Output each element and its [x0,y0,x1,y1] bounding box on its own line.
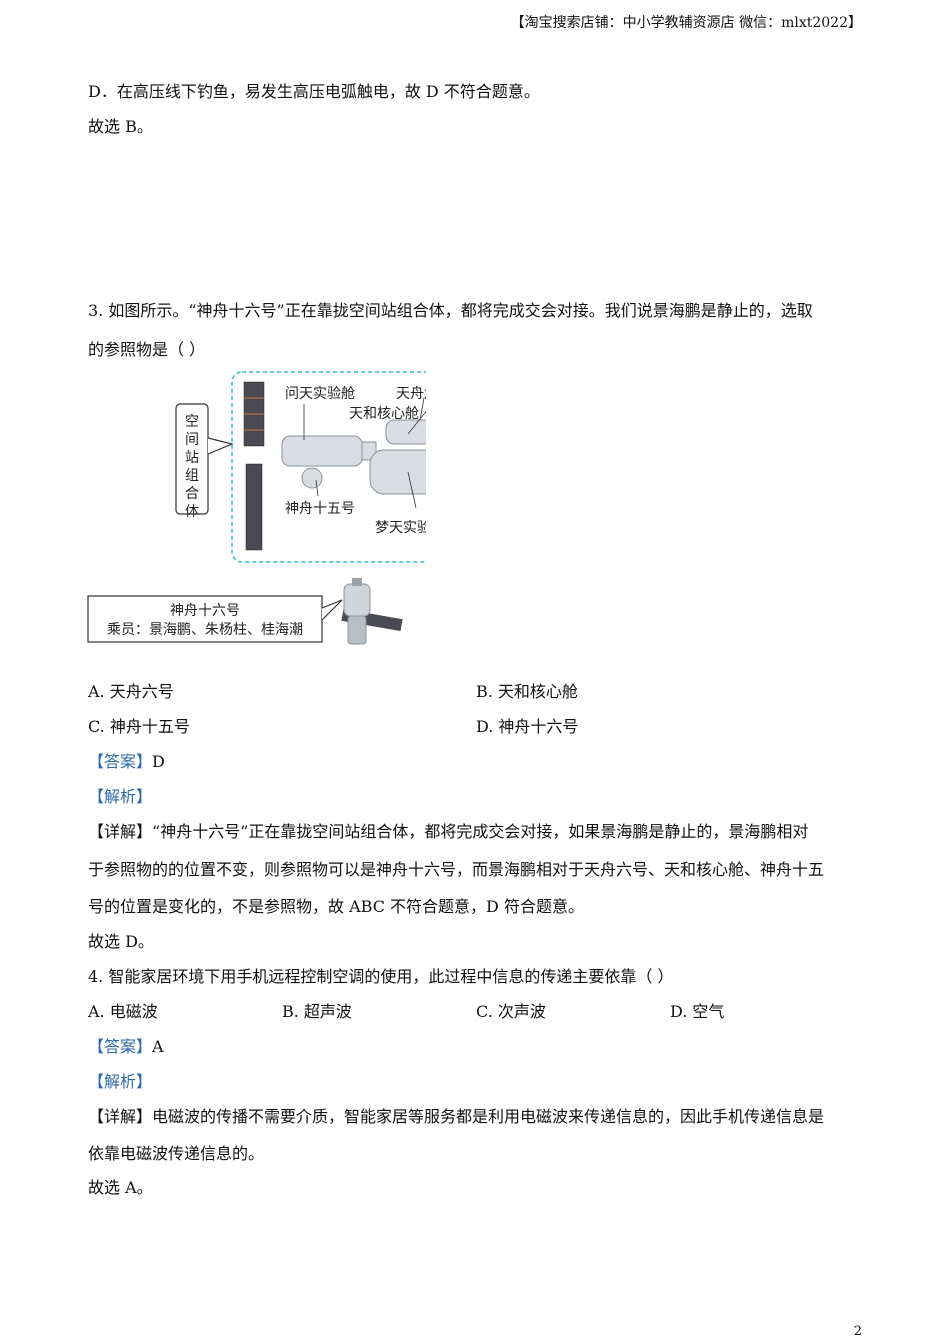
q3-stem-line1: 3. 如图所示。“神舟十六号”正在靠拢空间站组合体，都将完成交会对接。我们说景海… [88,301,813,320]
detail-tag: 【详解】 [88,1107,153,1126]
q4-detail-line2: 依靠电磁波传递信息的。 [88,1144,265,1163]
answer-value: D [152,752,165,771]
q4-detail-line1: 【详解】电磁波的传播不需要介质，智能家居等服务都是利用电磁波来传递信息的，因此手… [88,1107,824,1127]
q3-conclusion: 故选 D。 [88,932,154,951]
q4-option-a: A. 电磁波 [88,1002,158,1021]
q3-answer-row: 【答案】D [88,752,165,772]
label-shenzhou15: 神舟十五号 [285,501,355,517]
label-mengtian: 梦天实验舱 [375,520,426,536]
prev-conclusion: 故选 B。 [88,117,153,136]
detail-text: 电磁波的传播不需要介质，智能家居等服务都是利用电磁波来传递信息的，因此手机传递信… [152,1107,825,1126]
prev-option-d-explanation: D．在高压线下钓鱼，易发生高压电弧触电，故 D 不符合题意。 [88,82,540,101]
answer-value: A [152,1037,164,1056]
detail-text: “神舟十六号”正在靠拢空间站组合体，都将完成交会对接，如果景海鹏是静止的，景海鹏… [152,822,809,841]
page-header: 【淘宝搜索店铺：中小学教辅资源店 微信：mlxt2022】 [510,15,862,31]
q4-option-d: D. 空气 [670,1002,725,1021]
q4-stem: 4. 智能家居环境下用手机远程控制空调的使用，此过程中信息的传递主要依靠（ ） [88,967,674,986]
label-tianzhou: 天舟六号 [396,386,426,402]
label-tianhe: 天和核心舱 [349,406,419,422]
answer-tag: 【答案】 [88,1037,153,1056]
q3-detail-line2: 于参照物的的位置不变，则参照物可以是神舟十六号，而景海鹏相对于天舟六号、天和核心… [88,860,825,879]
q4-option-b: B. 超声波 [282,1002,352,1021]
q3-detail-line1: 【详解】“神舟十六号”正在靠拢空间站组合体，都将完成交会对接，如果景海鹏是静止的… [88,822,808,842]
page-number: 2 [853,1324,862,1339]
q3-stem-line2: 的参照物是（ ） [88,340,206,359]
shenzhou16-craft [341,578,403,645]
q3-option-d: D. 神舟十六号 [476,717,579,736]
answer-tag: 【答案】 [88,752,153,771]
analysis-tag: 【解析】 [88,787,153,806]
q3-option-a: A. 天舟六号 [88,682,174,701]
label-wentian: 问天实验舱 [285,386,355,402]
q3-detail-line3: 号的位置是变化的，不是参照物，故 ABC 不符合题意，D 符合题意。 [88,897,584,916]
detail-tag: 【详解】 [88,822,153,841]
label-sz16: 神舟十六号 [170,603,240,619]
q3-option-c: C. 神舟十五号 [88,717,190,736]
q4-option-c: C. 次声波 [476,1002,546,1021]
q3-option-b: B. 天和核心舱 [476,682,578,701]
q4-answer-row: 【答案】A [88,1037,164,1057]
label-crew: 乘员：景海鹏、朱杨柱、桂海潮 [107,622,303,638]
group-label: 空间站组合体 [185,414,199,520]
space-station-figure: 空间站组合体 问天实验舱 天舟六号 天和核心舱 神舟十五号 梦天实验舱 神舟十六… [87,371,426,645]
analysis-tag: 【解析】 [88,1072,153,1091]
q4-conclusion: 故选 A。 [88,1178,153,1197]
